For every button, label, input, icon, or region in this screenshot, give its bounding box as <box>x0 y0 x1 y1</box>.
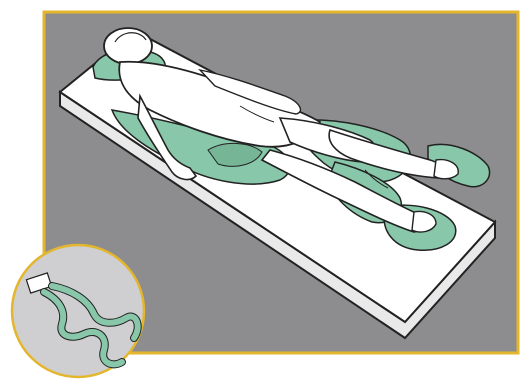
cushion-inset <box>12 245 144 377</box>
